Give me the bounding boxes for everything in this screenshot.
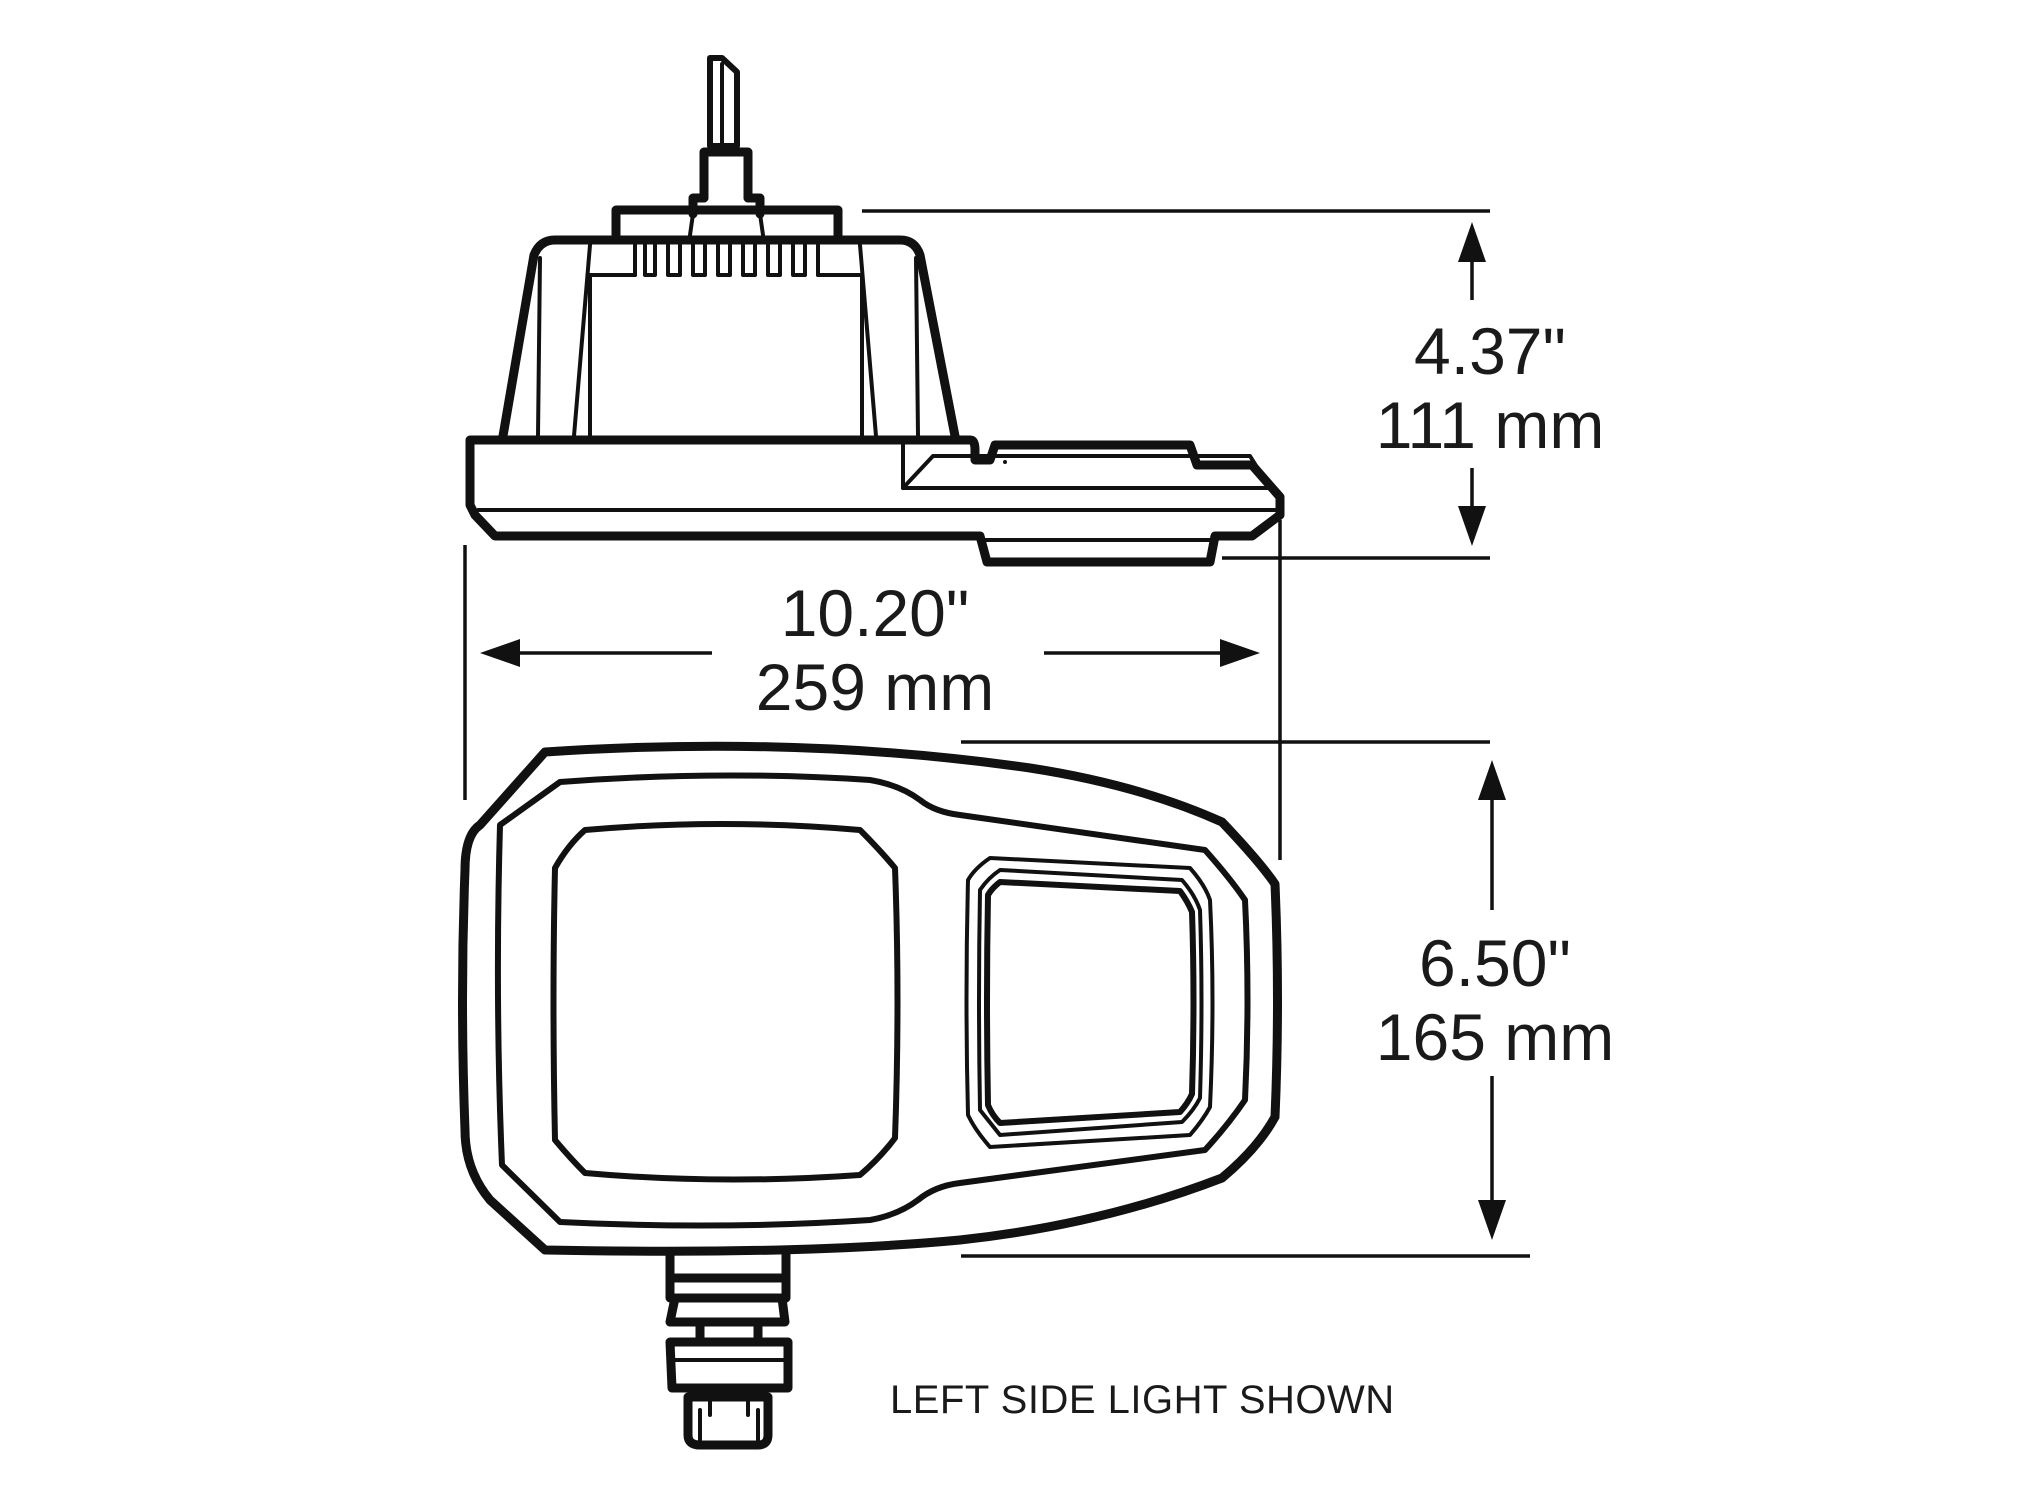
dimension-lines — [463, 209, 1530, 1258]
width-inches: 10.20" — [780, 576, 970, 650]
depth-dimension-label: 4.37" 111 mm — [1340, 318, 1640, 466]
height-mm: 165 mm — [1375, 1000, 1615, 1074]
front-view — [458, 741, 1282, 1256]
depth-mm: 111 mm — [1375, 388, 1605, 462]
height-inches: 6.50" — [1419, 926, 1571, 1000]
height-dimension-label: 6.50" 165 mm — [1340, 930, 1650, 1078]
caption-left-side-light: LEFT SIDE LIGHT SHOWN — [890, 1378, 1395, 1422]
width-dimension-label: 10.20" 259 mm — [720, 580, 1030, 728]
depth-inches: 4.37" — [1414, 314, 1566, 388]
width-mm: 259 mm — [755, 650, 995, 724]
cooling-fins — [633, 243, 820, 277]
bottom-connector — [665, 1247, 793, 1450]
side-view — [465, 55, 1285, 567]
